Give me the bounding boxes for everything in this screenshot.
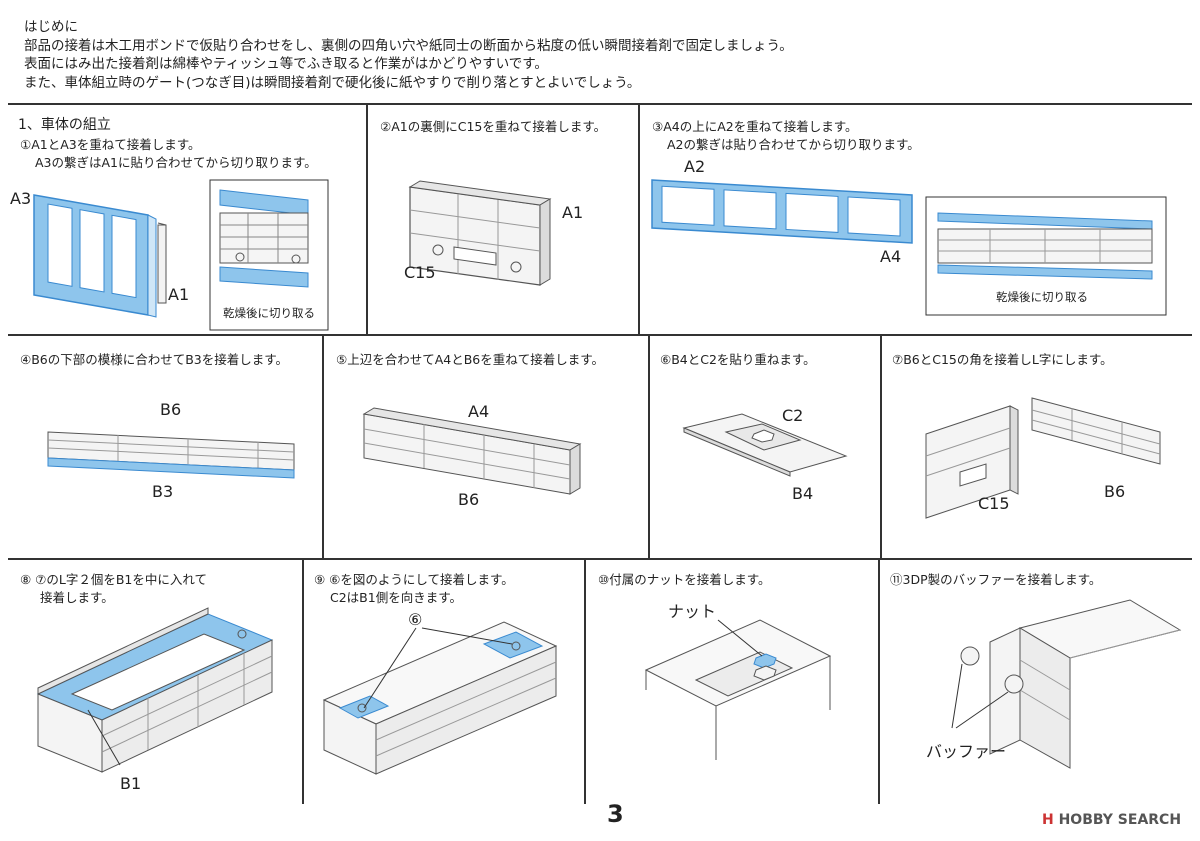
intro-heading: はじめに <box>24 19 78 35</box>
step-3-inset-part <box>937 212 1153 280</box>
divider-r3-c <box>878 559 880 804</box>
step-11-panel: ⑪3DP製のバッファーを接着します。 バッファー <box>880 560 1192 804</box>
label-a2: A2 <box>684 157 706 176</box>
label-b6: B6 <box>1104 482 1126 501</box>
step-6-diagram <box>682 413 848 477</box>
intro-line-1: 部品の接着は木工用ボンドで仮貼り合わせをし、裏側の四角い穴や紙同士の断面から粘度… <box>24 37 793 54</box>
intro-line-2: 表面にはみ出た接着剤は綿棒やティッシュ等でふき取ると作業がはかどりやすいです。 <box>24 56 548 72</box>
step-3-inset-caption: 乾燥後に切り取る <box>996 290 1088 304</box>
step-7-diagram <box>925 397 1161 519</box>
step-6-panel: ⑥B4とC2を貼り重ねます。 C2 B4 <box>650 336 880 558</box>
intro-block: はじめに 部品の接着は木工用ボンドで仮貼り合わせをし、裏側の四角い穴や紙同士の断… <box>24 18 1174 92</box>
section-title: 1、車体の組立 <box>18 117 111 133</box>
step-2-diagram <box>408 180 552 286</box>
step-10-panel: ⑩付属のナットを接着します。 ナット <box>586 560 878 804</box>
step-3-diagram <box>651 179 1167 316</box>
step-6-caption: ⑥B4とC2を貼り重ねます。 <box>660 352 816 367</box>
step-11-caption: ⑪3DP製のバッファーを接着します。 <box>890 572 1102 587</box>
label-b3: B3 <box>152 482 174 501</box>
step-10-diagram <box>644 619 832 760</box>
step-1-diagram <box>33 179 329 331</box>
step-1-inset-caption: 乾燥後に切り取る <box>223 306 315 320</box>
part-a2-frame <box>651 179 913 244</box>
label-a1: A1 <box>562 203 584 222</box>
step-9-caption-2: C2はB1側を向きます。 <box>330 590 462 605</box>
step-2-caption: ②A1の裏側にC15を重ねて接着します。 <box>380 119 607 134</box>
logo-text: HOBBY SEARCH <box>1058 812 1182 828</box>
step-8-diagram <box>36 607 274 773</box>
step-4-panel: ④B6の下部の模様に合わせてB3を接着します。 B6 B3 <box>8 336 322 558</box>
label-c2: C2 <box>782 406 804 425</box>
step-9-panel: ⑨ ⑥を図のようにして接着します。 C2はB1側を向きます。 ⑥ <box>304 560 584 804</box>
divider-r1-b <box>638 104 640 334</box>
step-8-caption-1: ⑧ ⑦のL字２個をB1を中に入れて <box>20 572 208 587</box>
divider-r1-a <box>366 104 368 334</box>
label-a4: A4 <box>468 402 490 421</box>
label-c15: C15 <box>978 494 1010 513</box>
step-7-caption: ⑦B6とC15の角を接着しL字にします。 <box>892 352 1113 367</box>
step-2-panel: ②A1の裏側にC15を重ねて接着します。 A1 C15 <box>368 105 638 334</box>
label-b6: B6 <box>160 400 182 419</box>
step-1-inset-box <box>209 179 329 331</box>
step-1-caption-2: A3の繋ぎはA1に貼り合わせてから切り取ります。 <box>35 155 317 170</box>
divider-r2-a <box>322 335 324 558</box>
step-5-panel: ⑤上辺を合わせてA4とB6を重ねて接着します。 A4 B6 <box>324 336 648 558</box>
step-8-panel: ⑧ ⑦のL字２個をB1を中に入れて 接着します。 B1 <box>8 560 302 804</box>
divider-top <box>8 103 1192 105</box>
divider-row2 <box>8 558 1192 560</box>
label-b1: B1 <box>120 774 142 793</box>
step-1-caption-1: ①A1とA3を重ねて接着します。 <box>20 137 201 152</box>
part-a3-frame <box>33 194 167 318</box>
label-nut: ナット <box>668 602 717 621</box>
logo-mark: H <box>1042 812 1054 828</box>
step-8-caption-2: 接着します。 <box>40 590 114 605</box>
label-buffer: バッファー <box>926 742 1007 761</box>
step-4-diagram <box>47 431 295 479</box>
hobby-search-logo: H HOBBY SEARCH <box>1042 812 1181 828</box>
divider-r2-c <box>880 335 882 558</box>
step-1-panel: 1、車体の組立 ①A1とA3を重ねて接着します。 A3の繋ぎはA1に貼り合わせて… <box>8 105 366 334</box>
divider-r3-b <box>584 559 586 804</box>
divider-r3-a <box>302 559 304 804</box>
page-number: 3 <box>607 800 624 828</box>
step-7-panel: ⑦B6とC15の角を接着しL字にします。 C15 B6 <box>882 336 1192 558</box>
step-3-panel: ③A4の上にA2を重ねて接着します。 A2の繋ぎは貼り合わせてから切り取ります。… <box>640 105 1192 334</box>
intro-line-3: また、車体組立時のゲート(つなぎ目)は瞬間接着剤で硬化後に紙やすりで削り落とすと… <box>24 74 641 91</box>
step-3-inset-box <box>925 196 1167 316</box>
step-5-diagram <box>362 407 582 495</box>
step-9-diagram <box>322 621 558 775</box>
step-3-caption-1: ③A4の上にA2を重ねて接着します。 <box>652 119 858 134</box>
label-c15: C15 <box>404 263 436 282</box>
step-4-caption: ④B6の下部の模様に合わせてB3を接着します。 <box>20 352 289 367</box>
label-a3: A3 <box>10 189 32 208</box>
step-3-caption-2: A2の繋ぎは貼り合わせてから切り取ります。 <box>667 137 920 152</box>
label-b4: B4 <box>792 484 814 503</box>
label-6: ⑥ <box>408 610 423 629</box>
step-11-diagram <box>951 599 1182 769</box>
label-a1: A1 <box>168 285 190 304</box>
step-5-caption: ⑤上辺を合わせてA4とB6を重ねて接着します。 <box>336 352 604 367</box>
step-1-inset-part <box>219 189 309 288</box>
divider-r2-b <box>648 335 650 558</box>
step-9-caption-1: ⑨ ⑥を図のようにして接着します。 <box>314 572 514 587</box>
label-a4: A4 <box>880 247 902 266</box>
step-10-caption: ⑩付属のナットを接着します。 <box>598 572 771 587</box>
divider-row1 <box>8 334 1192 336</box>
label-b6: B6 <box>458 490 480 509</box>
